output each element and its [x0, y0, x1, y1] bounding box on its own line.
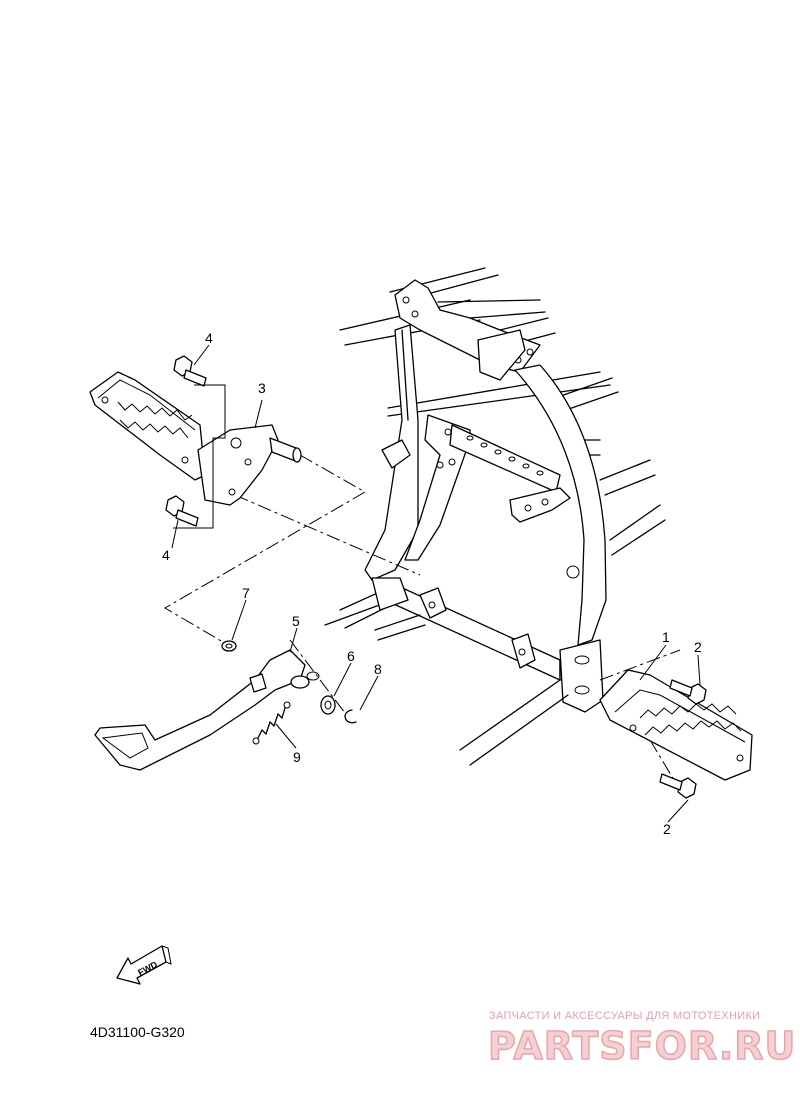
- callout-2-upper: 2: [694, 639, 702, 655]
- callout-4-upper: 4: [205, 330, 213, 346]
- right-footrest: [599, 669, 753, 781]
- washer-6: [320, 695, 336, 715]
- callout-7: 7: [242, 585, 250, 601]
- bolt-4-upper: [173, 355, 207, 387]
- callout-numbers: 1 2 2 3 4 4 5 6 7 8 9: [162, 330, 702, 837]
- spring-9: [252, 701, 291, 745]
- callout-3: 3: [258, 380, 266, 396]
- callout-1: 1: [662, 629, 670, 645]
- callout-8: 8: [374, 661, 382, 677]
- callout-5: 5: [292, 613, 300, 629]
- bolt-2-upper: [669, 679, 707, 705]
- fwd-arrow-icon: FWD: [116, 945, 172, 985]
- leader-lines: [171, 344, 701, 823]
- watermark-logo: PARTSFOR.RU: [487, 1023, 797, 1069]
- watermark-tagline: ЗАПЧАСТИ И АКСЕССУАРЫ ДЛЯ МОТОТЕХНИКИ: [489, 1010, 761, 1022]
- bolt-4-lower: [165, 495, 199, 527]
- bolt-2-lower: [659, 773, 697, 799]
- left-footrest: [89, 371, 206, 481]
- callout-6: 6: [347, 648, 355, 664]
- assembly-centerlines: [164, 454, 681, 791]
- washer-7: [221, 640, 237, 652]
- callout-4-lower: 4: [162, 547, 170, 563]
- clip-8: [344, 709, 357, 724]
- callout-2-lower: 2: [663, 821, 671, 837]
- diagram-code: 4D31100-G320: [90, 1024, 185, 1040]
- brake-pedal: [94, 649, 320, 771]
- footrest-bracket-left: [197, 424, 302, 506]
- callout-9: 9: [293, 749, 301, 765]
- frame: [324, 267, 666, 766]
